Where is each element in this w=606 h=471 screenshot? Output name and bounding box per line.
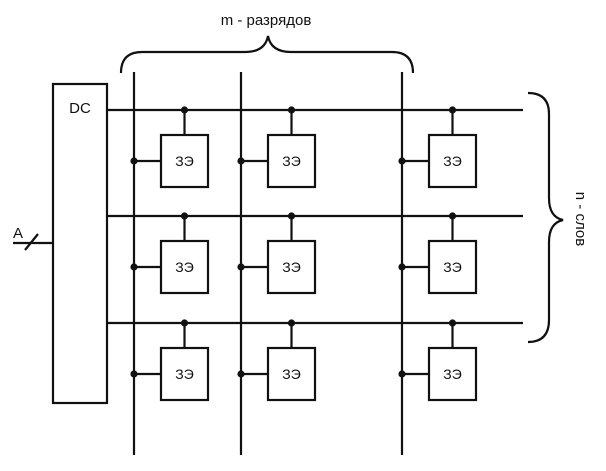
storage-cell-r2-c3 xyxy=(427,239,478,295)
bus-width-slash xyxy=(24,233,39,251)
storage-cell-r2-c1 xyxy=(159,239,210,295)
word-junction-dot-r2-c3 xyxy=(448,212,457,220)
storage-cell-label-r3-c3: ЗЭ xyxy=(443,366,462,382)
storage-cell-label-r1-c3: ЗЭ xyxy=(443,153,462,169)
columns-brace xyxy=(119,35,415,74)
storage-cell-r1-c2 xyxy=(266,133,317,189)
rows-brace xyxy=(527,91,564,344)
address-label: A xyxy=(13,225,23,242)
decoder-label: DC xyxy=(69,100,91,117)
bit-junction-dot-r1-c2 xyxy=(237,157,245,165)
decoder-block xyxy=(51,82,109,405)
word-junction-dot-r1-c2 xyxy=(287,106,296,114)
storage-cell-r3-c2 xyxy=(266,346,317,402)
storage-cell-r2-c2 xyxy=(266,239,317,295)
storage-cell-r1-c3 xyxy=(427,133,478,189)
word-junction-dot-r3-c3 xyxy=(448,319,457,327)
storage-cell-label-r3-c2: ЗЭ xyxy=(282,366,301,382)
word-junction-dot-r2-c1 xyxy=(180,212,189,220)
word-junction-dot-r1-c3 xyxy=(448,106,457,114)
storage-cell-label-r1-c2: ЗЭ xyxy=(282,153,301,169)
bit-junction-dot-r2-c2 xyxy=(237,263,245,271)
rows-brace-label: n - слов xyxy=(572,192,589,246)
bit-junction-dot-r1-c1 xyxy=(130,157,138,165)
word-junction-dot-r2-c2 xyxy=(287,212,296,220)
bit-junction-dot-r1-c3 xyxy=(398,157,406,165)
columns-brace-label: m - разрядов xyxy=(221,12,312,29)
bit-junction-dot-r2-c1 xyxy=(130,263,138,271)
storage-cell-r3-c3 xyxy=(427,346,478,402)
word-junction-dot-r1-c1 xyxy=(180,106,189,114)
bit-junction-dot-r3-c3 xyxy=(398,370,406,378)
bit-junction-dot-r3-c2 xyxy=(237,370,245,378)
storage-cell-label-r1-c1: ЗЭ xyxy=(175,153,194,169)
word-junction-dot-r3-c1 xyxy=(180,319,189,327)
storage-cell-label-r2-c2: ЗЭ xyxy=(282,259,301,275)
word-junction-dot-r3-c2 xyxy=(287,319,296,327)
storage-cell-label-r2-c3: ЗЭ xyxy=(443,259,462,275)
bit-junction-dot-r2-c3 xyxy=(398,263,406,271)
storage-cell-label-r3-c1: ЗЭ xyxy=(175,366,194,382)
storage-cell-r1-c1 xyxy=(159,133,210,189)
storage-cell-label-r2-c1: ЗЭ xyxy=(175,259,194,275)
storage-cell-r3-c1 xyxy=(159,346,210,402)
bit-junction-dot-r3-c1 xyxy=(130,370,138,378)
